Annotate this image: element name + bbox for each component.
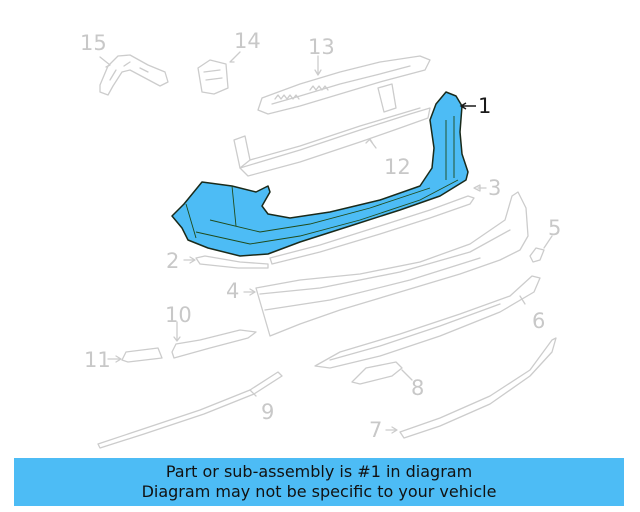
callout-15[interactable]: 15 xyxy=(80,31,107,55)
parts-diagram: 1 2 3 4 5 6 7 8 9 10 11 12 13 14 15 xyxy=(80,29,562,449)
callout-9[interactable]: 9 xyxy=(261,400,275,424)
part-11-reflector xyxy=(107,347,163,363)
part-6-diffuser xyxy=(314,275,541,369)
callout-3[interactable]: 3 xyxy=(488,176,502,200)
part-3-strip xyxy=(269,184,487,265)
callout-2[interactable]: 2 xyxy=(166,249,180,273)
part-10-strip xyxy=(171,321,257,359)
callout-13[interactable]: 13 xyxy=(308,35,335,59)
callout-6[interactable]: 6 xyxy=(532,309,546,333)
info-banner: Part or sub-assembly is #1 in diagram Di… xyxy=(14,458,624,506)
part-7-trim xyxy=(385,337,557,439)
banner-line-2: Diagram may not be specific to your vehi… xyxy=(141,482,497,501)
part-4-cover xyxy=(243,191,529,337)
exploded-view-drawing xyxy=(97,51,557,449)
part-9-strip xyxy=(97,371,283,449)
callout-8[interactable]: 8 xyxy=(411,376,425,400)
callout-1-arrow xyxy=(459,102,476,110)
callout-10[interactable]: 10 xyxy=(165,303,192,327)
callout-12[interactable]: 12 xyxy=(384,155,411,179)
part-2-strip xyxy=(183,255,269,269)
callout-7[interactable]: 7 xyxy=(369,418,383,442)
callout-1[interactable]: 1 xyxy=(478,94,492,118)
callout-14[interactable]: 14 xyxy=(234,29,261,53)
banner-line-1: Part or sub-assembly is #1 in diagram xyxy=(165,462,473,481)
part-14-clip xyxy=(197,51,241,95)
callout-11[interactable]: 11 xyxy=(84,348,111,372)
part-1-bumper-highlight xyxy=(171,91,469,257)
callout-5[interactable]: 5 xyxy=(548,216,562,240)
part-5-clip xyxy=(529,235,553,263)
part-15-bracket xyxy=(99,54,169,96)
part-12-reinforcement xyxy=(233,83,431,177)
part-13-absorber xyxy=(257,55,431,115)
part-8-trim xyxy=(351,361,413,385)
callout-4[interactable]: 4 xyxy=(226,279,240,303)
